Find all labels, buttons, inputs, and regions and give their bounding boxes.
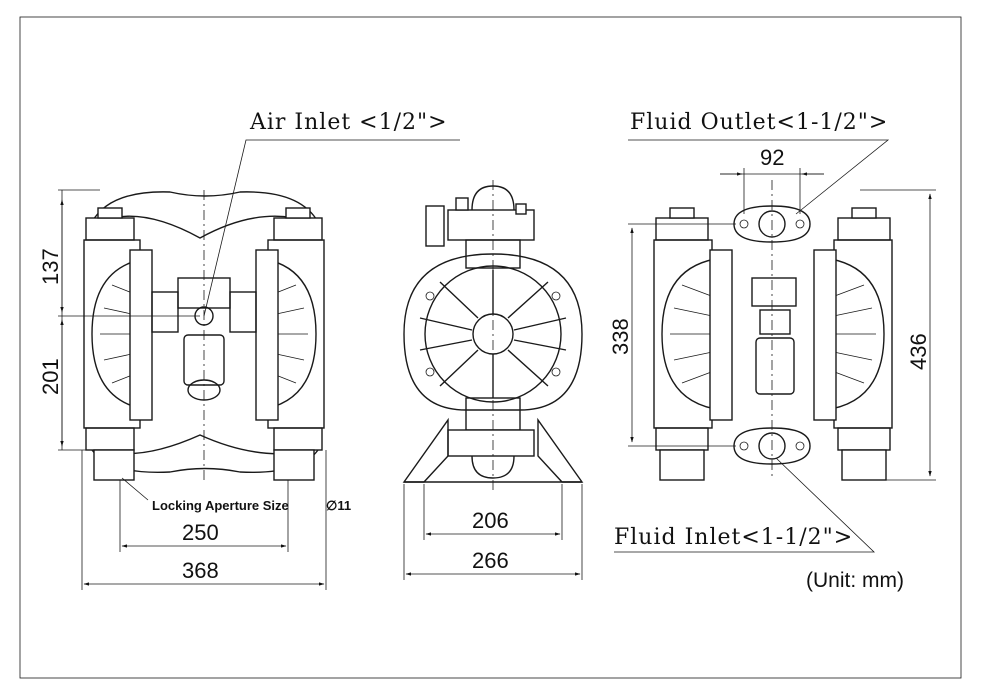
dim-front-upper-height: 137 — [38, 248, 63, 285]
locking-aperture-label: Locking Aperture Size — [152, 498, 289, 513]
dim-front-lower-height: 201 — [38, 358, 63, 395]
air-inlet-label: Air Inlet <1/2"> — [249, 110, 448, 135]
dim-back-port-height: 338 — [608, 318, 633, 355]
locking-aperture-diameter: ∅11 — [326, 498, 351, 513]
fluid-outlet-label: Fluid Outlet<1-1/2"> — [630, 110, 888, 135]
dim-back-total-height: 436 — [906, 333, 931, 370]
dim-back-port-spacing: 92 — [760, 145, 784, 170]
dim-front-bolt-span: 250 — [182, 520, 219, 545]
fluid-inlet-label: Fluid Inlet<1-1/2"> — [614, 525, 853, 550]
front-view — [58, 139, 460, 590]
unit-label: (Unit: mm) — [806, 569, 904, 592]
dim-side-base-inner: 206 — [472, 508, 509, 533]
back-view — [614, 139, 936, 553]
dim-front-width: 368 — [182, 558, 219, 583]
side-view — [402, 180, 584, 580]
drawing-border — [19, 16, 962, 679]
dim-side-base-width: 266 — [472, 548, 509, 573]
